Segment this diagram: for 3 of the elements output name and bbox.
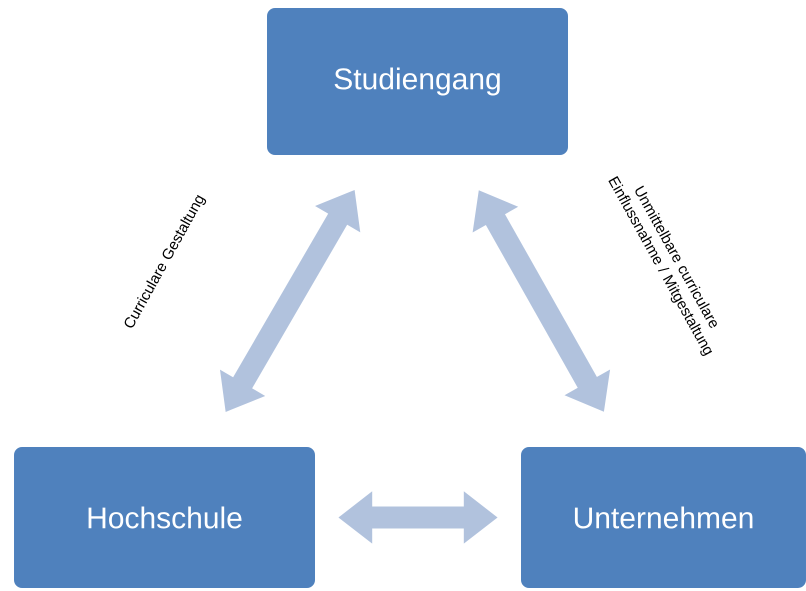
process-box: Studiengang	[267, 8, 568, 155]
process-box: Unternehmen	[521, 446, 806, 588]
process-box: Hochschule	[14, 446, 315, 588]
